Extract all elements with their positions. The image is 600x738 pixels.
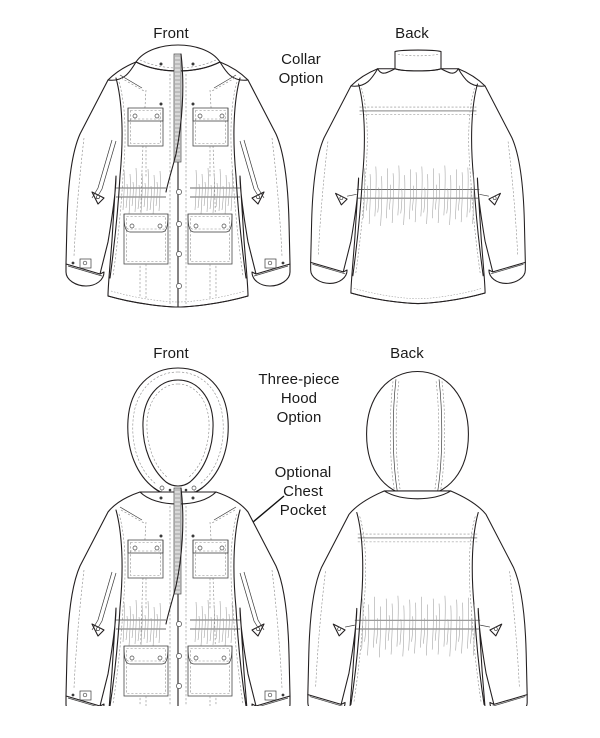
left-cargo-pocket-hooded [123, 645, 169, 706]
jacket-bottom-front [58, 366, 298, 706]
label-chest-pocket-callout: Optional Chest Pocket [274, 464, 332, 519]
side-tab-left-back [335, 192, 357, 206]
side-tab-left [91, 139, 117, 205]
jacket-top-front [58, 42, 298, 314]
left-cargo-pocket [123, 213, 169, 298]
label-front-top: Front [153, 25, 189, 42]
left-chest-pocket [127, 107, 164, 178]
side-tab-left-back-hooded [332, 623, 355, 637]
label-hood-option: Three-piece Hood Option [258, 371, 340, 426]
right-chest-pocket [192, 107, 229, 178]
label-back-bottom: Back [390, 345, 424, 362]
jacket-top-back [303, 42, 533, 314]
side-tab-right-hooded [239, 571, 265, 637]
label-collar-option: Collar Option [278, 51, 324, 87]
jacket-bottom-back [300, 366, 535, 706]
side-tab-right-back-hooded [480, 623, 503, 637]
label-front-bottom: Front [153, 345, 189, 362]
right-cargo-pocket [187, 213, 233, 298]
side-tab-left-hooded [91, 571, 117, 637]
side-tab-right-back [479, 192, 501, 206]
right-cargo-pocket-hooded [187, 645, 233, 706]
right-chest-pocket-hooded [192, 539, 229, 610]
left-chest-pocket-hooded [127, 539, 164, 610]
label-back-top: Back [395, 25, 429, 42]
side-tab-right [239, 139, 265, 205]
